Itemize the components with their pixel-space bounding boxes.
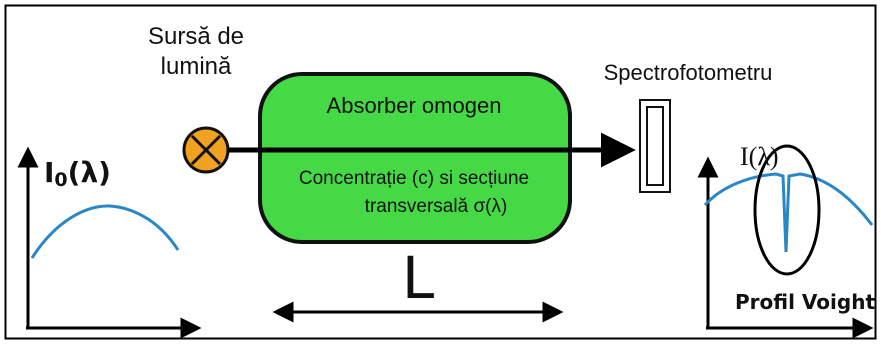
transmitted-spectrum-curve [703,172,874,253]
figure-frame [4,4,877,340]
detector-slit-icon [646,106,664,186]
absorber-caption-line1: Concentrație (c) si secțiune [299,168,529,189]
transmitted-spectrum-plot: I(λ) Profil Voight [697,142,875,339]
light-source-label-line2: lumină [161,53,232,80]
path-length-indicator: L [272,244,564,323]
absorber-capsule [258,72,572,244]
incident-intensity-label: I0(λ) [44,156,111,191]
voigt-profile-label: Profil Voight [735,290,875,314]
incident-spectrum-curve [30,204,180,259]
absorption-line-highlight-ellipse [753,144,821,276]
spectrophotometer-label: Spectrofotometru [604,60,773,85]
absorber-medium: Absorber omogen Concentrație (c) si secț… [258,72,572,244]
lamp-cross-b [190,134,222,166]
spectrophotometer: Spectrofotometru [604,60,773,193]
transmitted-intensity-label: I(λ) [740,142,779,171]
light-source: Sursă de lumină [148,23,244,174]
absorber-title: Absorber omogen [327,93,502,118]
light-source-label-line1: Sursă de [148,23,244,50]
path-length-label: L [402,244,434,312]
incident-spectrum-plot: I0(λ) [17,146,202,339]
absorber-caption-line2: transversală σ(λ) [365,196,508,217]
